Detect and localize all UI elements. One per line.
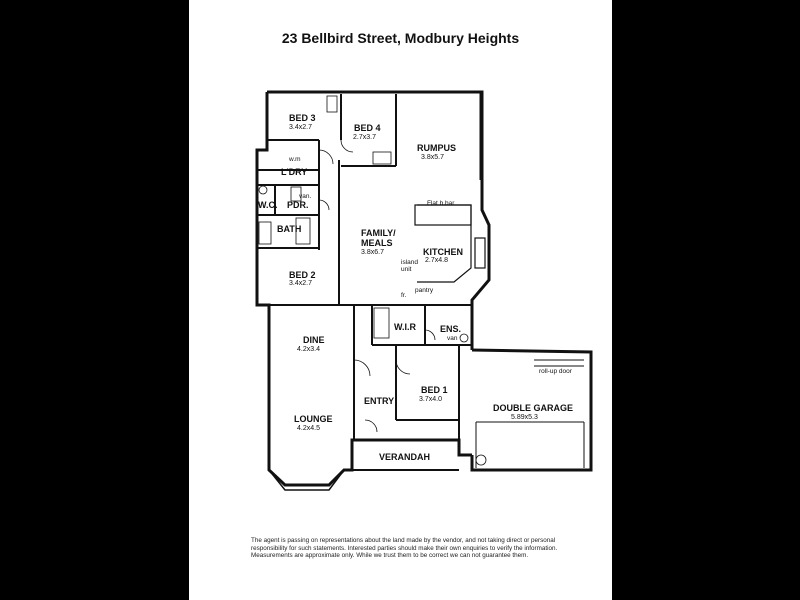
wir-label: W.I.R [394,322,416,332]
bed2-dims: 3.4x2.7 [289,280,312,287]
wc-label: W.C. [258,200,278,210]
door-swings [318,139,436,433]
bed3-label: BED 3 [289,113,316,123]
laundry-label: L'DRY [281,167,307,177]
interior-walls [257,94,472,471]
family-label: FAMILY/ [361,228,396,238]
dine-dims: 4.2x3.4 [297,346,320,353]
entry-label: ENTRY [364,396,394,406]
roll-up-door-label: roll-up door [539,368,573,375]
pantry-label: pantry [415,287,434,294]
meals-label: MEALS [361,238,393,248]
family-dims: 3.8x6.7 [361,249,384,256]
kitchen-dims: 2.7x4.8 [425,257,448,264]
powder-room-label: PDR. [287,200,309,210]
garage-label: DOUBLE GARAGE [493,403,573,413]
bed1-label: BED 1 [421,385,448,395]
verandah-label: VERANDAH [379,452,430,462]
kitchen-label: KITCHEN [423,247,463,257]
floor-plan-sheet: 23 Bellbird Street, Modbury Heights [189,0,612,600]
garage-dims: 5.89x5.3 [511,414,538,421]
fixtures [258,95,487,466]
rumpus-dims: 3.8x5.7 [421,154,444,161]
ensuite-label: ENS. [440,324,461,334]
plan-title: 23 Bellbird Street, Modbury Heights [281,30,520,46]
vanity-label-ens: van [447,335,458,342]
lounge-dims: 4.2x4.5 [297,425,320,432]
rumpus-label: RUMPUS [417,143,456,153]
lounge-label: LOUNGE [294,414,333,424]
fridge-label: fr. [401,292,407,299]
vanity-label-pdr: van. [299,193,311,200]
room-labels: BED 3 3.4x2.7 BED 4 2.7x3.7 RUMPUS 3.8x5… [258,113,573,462]
island-label: island [401,259,418,266]
bed2-label: BED 2 [289,270,316,280]
flat-breakfast-bar-label: Flat b.bar [427,200,455,207]
washing-machine-label: w.m [288,156,301,163]
exterior-walls [255,90,593,487]
unit-label: unit [401,266,412,273]
disclaimer-text: The agent is passing on representations … [251,537,558,560]
bed4-label: BED 4 [354,123,381,133]
bay-window [268,469,345,491]
dine-label: DINE [303,335,325,345]
floor-plan-drawing: BED 3 3.4x2.7 BED 4 2.7x3.7 RUMPUS 3.8x5… [255,90,593,491]
bed4-dims: 2.7x3.7 [353,134,376,141]
bed3-dims: 3.4x2.7 [289,124,312,131]
bed1-dims: 3.7x4.0 [419,396,442,403]
bath-label: BATH [277,224,301,234]
kitchen-bench [414,204,486,283]
